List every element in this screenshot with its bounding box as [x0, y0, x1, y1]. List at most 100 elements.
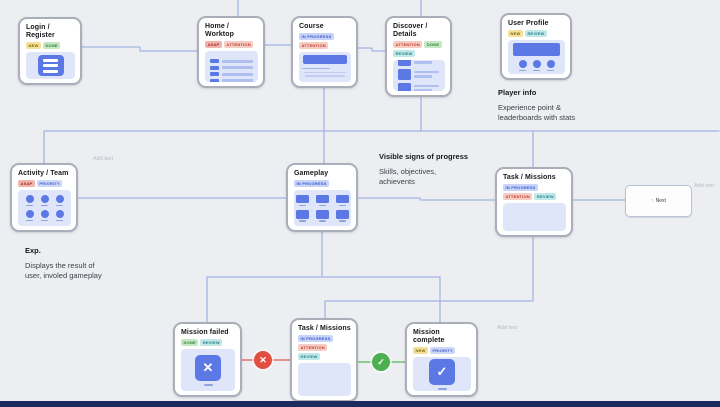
status-badge: NEW: [413, 347, 428, 355]
game-tile: [336, 210, 349, 219]
avatar: [532, 60, 541, 68]
annotation-heading: Exp.: [25, 246, 41, 255]
tile-cell: [336, 210, 349, 222]
profile-header-rect: [513, 43, 560, 56]
text-line: [413, 89, 433, 91]
annotation-body: Displays the result of user, involed gam…: [25, 261, 102, 281]
text-line: [413, 70, 439, 74]
card-gameplay[interactable]: Gameplay IN PROGRESS: [286, 163, 358, 232]
tile-label: [299, 204, 306, 207]
add-text-placeholder[interactable]: Add text: [497, 325, 518, 331]
icon-label: [203, 384, 213, 386]
card-title: Login / Register: [26, 24, 55, 40]
status-badge: ATTENTION: [393, 41, 423, 49]
card-title: Task / Missions: [503, 174, 556, 181]
status-badge: NEW: [26, 42, 41, 50]
game-tile: [296, 194, 309, 204]
annotation-heading: Visible signs of progress: [379, 152, 469, 161]
avatar-cell: [55, 195, 64, 207]
media-item: [397, 68, 440, 80]
card-title: Mission failed: [181, 329, 229, 336]
avatar-cell: [40, 210, 49, 222]
text-line: [305, 75, 345, 77]
avatar-cell: [546, 60, 555, 71]
game-tile: [316, 210, 329, 219]
avatar-cell: [518, 60, 527, 71]
form-line: [43, 58, 58, 62]
connector-main-bus: [43, 130, 720, 164]
status-badge: ATTENTION: [223, 41, 254, 49]
form-line: [43, 64, 58, 68]
card-preview-panel: [393, 60, 445, 91]
card-preview-panel: [205, 51, 258, 82]
icon-label: [437, 388, 447, 390]
connector-gameplay-to-task: [357, 197, 496, 201]
success-node[interactable]: ✓: [372, 353, 390, 371]
card-preview-panel: [294, 190, 351, 226]
tile-grid: [296, 194, 349, 222]
card-preview-panel: [508, 40, 565, 74]
text-line: [413, 84, 439, 88]
text-line: [302, 68, 330, 70]
list-item-chip: [210, 59, 220, 64]
connector-bottom-split: [206, 276, 441, 323]
tile-cell: [296, 194, 309, 207]
bottom-bar: [0, 401, 720, 407]
avatar-label: [533, 69, 540, 71]
card-title: Home / Worktop: [205, 23, 234, 39]
list-item-line: [221, 66, 253, 70]
status-badge: REVIEW: [534, 193, 557, 201]
tile-cell: [296, 210, 309, 222]
add-text-placeholder[interactable]: Add text: [694, 183, 715, 189]
tile-cell: [316, 210, 329, 222]
status-badge: ATTENTION: [503, 193, 533, 201]
status-badge: ATTENTION: [298, 344, 328, 352]
media-thumbnail: [397, 60, 411, 66]
card-title: Task / Missions: [298, 325, 351, 332]
avatar-label: [519, 69, 526, 71]
avatar: [40, 210, 49, 219]
annotation-exp: Exp. Displays the result of user, invole…: [25, 246, 125, 281]
avatar: [25, 195, 34, 204]
game-tile: [316, 194, 329, 204]
next-node[interactable]: ↑ Next: [625, 185, 692, 217]
card-preview-panel: [299, 52, 351, 82]
status-badge: REVIEW: [524, 30, 547, 38]
card-preview-panel: ✓: [413, 357, 471, 391]
avatar: [55, 195, 64, 204]
status-badge: REVIEW: [393, 50, 415, 58]
text-line: [413, 61, 433, 64]
status-badge: REVIEW: [200, 339, 223, 347]
annotation-body: Skills, objectives, achievents: [379, 167, 437, 187]
media-thumbnail: [397, 82, 411, 91]
add-text-placeholder[interactable]: Add text: [93, 156, 114, 162]
card-preview-panel: [503, 203, 566, 231]
status-badge: NEW: [508, 30, 523, 38]
status-badge: DONE: [424, 41, 442, 49]
list-item: [210, 72, 253, 77]
form-icon: [37, 55, 64, 76]
card-preview-panel: [18, 190, 71, 226]
status-badge: DONE: [42, 42, 61, 50]
avatar-label: [56, 204, 63, 207]
avatar-cell: [40, 195, 49, 207]
icon-wrap: ✕: [195, 354, 221, 386]
status-badge: IN PROGRESS: [298, 335, 333, 343]
status-badge: ATTENTION: [299, 42, 329, 50]
fail-node[interactable]: ✕: [254, 351, 272, 369]
